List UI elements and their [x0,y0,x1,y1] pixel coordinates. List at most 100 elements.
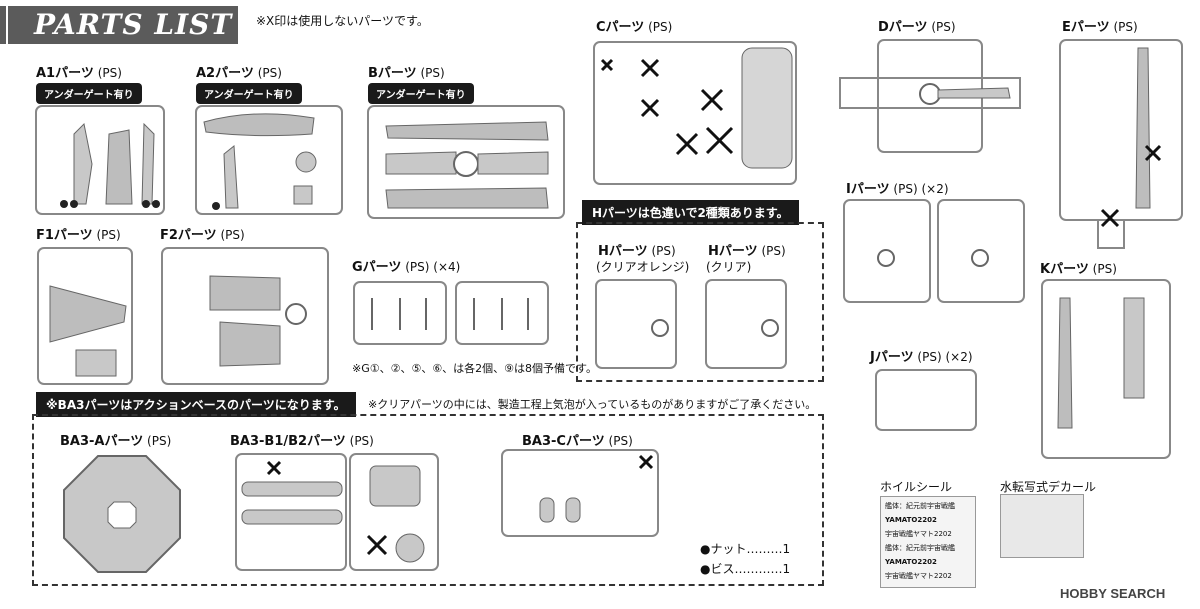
ba3b-material: (PS) [349,434,374,448]
c-material: (PS) [648,20,673,34]
ba3c-name: BA3-Cパーツ [522,434,605,449]
b-name: Bパーツ [368,66,417,81]
i-sprue-1 [843,199,931,303]
g-label: Gパーツ (PS) (×4) [352,256,460,275]
foil-line: 宇宙戦艦ヤマト2202 [885,572,952,580]
j-qty: (×2) [945,350,973,364]
h-clear-sprue [705,279,787,369]
a1-label: A1パーツ (PS) [36,62,122,81]
foil-line: 宇宙戦艦ヤマト2202 [885,530,952,538]
h-variants-banner: Hパーツは色違いで2種類あります。 [582,200,799,225]
foil-sticker-sheet: 艦体：紀元前宇宙戦艦 YAMATO2202 宇宙戦艦ヤマト2202 艦体：紀元前… [880,496,976,588]
a1-name: A1パーツ [36,66,94,81]
ba3a-base-plate [63,455,181,573]
h-clear-color: (クリア) [706,260,752,274]
f2-material: (PS) [220,228,245,242]
k-sprue [1041,279,1171,459]
j-label: Jパーツ (PS) (×2) [870,346,973,365]
d-name: Dパーツ [878,20,928,35]
c-sprue [593,41,797,185]
hobby-search-watermark: HOBBY SEARCH [1060,586,1166,601]
foil-line: YAMATO2202 [885,516,937,524]
e-name: Eパーツ [1062,20,1110,35]
d-material: (PS) [931,20,956,34]
a1-undergate-tag: アンダーゲート有り [36,83,142,104]
e-material: (PS) [1113,20,1138,34]
i-label: Iパーツ (PS) (×2) [846,178,949,197]
decal-sheet [1000,494,1084,558]
i-qty: (×2) [921,182,949,196]
a2-material: (PS) [257,66,282,80]
d-sprue [839,39,1021,153]
a2-sprue [195,105,343,215]
title-accent-line [6,6,8,44]
j-material: (PS) [917,350,942,364]
b-sprue [367,105,565,219]
ba3c-material: (PS) [608,434,633,448]
f1-name: F1パーツ [36,228,93,243]
ba3a-label: BA3-Aパーツ (PS) [60,430,171,449]
screw-count: ●ビス…………1 [700,562,791,576]
c-label: Cパーツ (PS) [596,16,672,35]
c-name: Cパーツ [596,20,645,35]
decal-label: 水転写式デカール [1000,480,1097,494]
f1-material: (PS) [96,228,121,242]
g-spare-note: ※G①、②、⑤、⑥、は各2個、⑨は8個予備です。 [352,362,597,375]
a1-sprue [35,105,165,215]
f2-name: F2パーツ [160,228,217,243]
ba3-frame [32,414,824,586]
i-name: Iパーツ [846,182,890,197]
f1-label: F1パーツ (PS) [36,224,121,243]
h-orange-name: Hパーツ [598,244,648,259]
g-material: (PS) [405,260,430,274]
foil-sticker-label: ホイルシール [880,480,953,494]
b-material: (PS) [420,66,445,80]
h-orange-sprue [595,279,677,369]
k-material: (PS) [1092,262,1117,276]
f2-sprue [161,247,329,385]
ba3c-sprue [501,449,659,537]
f2-label: F2パーツ (PS) [160,224,245,243]
parts-list-title-banner: PARTS LIST [0,6,238,44]
a2-label: A2パーツ (PS) [196,62,282,81]
e-sprue [1059,39,1183,249]
h-orange-material: (PS) [651,244,676,258]
foil-line: YAMATO2202 [885,558,937,566]
i-material: (PS) [893,182,918,196]
g-name: Gパーツ [352,260,402,275]
e-label: Eパーツ (PS) [1062,16,1138,35]
h-orange-color: (クリアオレンジ) [596,260,690,274]
g-sprue-1 [353,281,447,345]
clear-parts-note: ※クリアパーツの中には、製造工程上気泡が入っているものがありますがご了承ください… [368,398,817,411]
page-title: PARTS LIST [34,8,233,41]
foil-line: 艦体：紀元前宇宙戦艦 [885,502,955,510]
a2-undergate-tag: アンダーゲート有り [196,83,302,104]
f1-sprue [37,247,133,385]
h-clear-name: Hパーツ [708,244,758,259]
b-undergate-tag: アンダーゲート有り [368,83,474,104]
h-clear-label: Hパーツ (PS) [708,240,786,259]
h-clear-material: (PS) [761,244,786,258]
b-label: Bパーツ (PS) [368,62,445,81]
g-qty: (×4) [433,260,461,274]
a1-material: (PS) [97,66,122,80]
ba3-banner: ※BA3パーツはアクションベースのパーツになります。 [36,392,356,417]
k-name: Kパーツ [1040,262,1089,277]
h-parts-frame [576,222,824,382]
nut-count: ●ナット………1 [700,542,791,556]
j-sprue [875,369,977,431]
ba3a-name: BA3-Aパーツ [60,434,144,449]
ba3c-label: BA3-Cパーツ (PS) [522,430,633,449]
ba3a-material: (PS) [147,434,172,448]
a2-name: A2パーツ [196,66,254,81]
ba3b-label: BA3-B1/B2パーツ (PS) [230,430,374,449]
foil-line: 艦体：紀元前宇宙戦艦 [885,544,955,552]
j-name: Jパーツ [870,350,914,365]
k-label: Kパーツ (PS) [1040,258,1117,277]
h-orange-label: Hパーツ (PS) [598,240,676,259]
d-label: Dパーツ (PS) [878,16,956,35]
i-sprue-2 [937,199,1025,303]
g-sprue-2 [455,281,549,345]
ba3b-name: BA3-B1/B2パーツ [230,434,346,449]
ba3b-sprue [235,453,439,571]
